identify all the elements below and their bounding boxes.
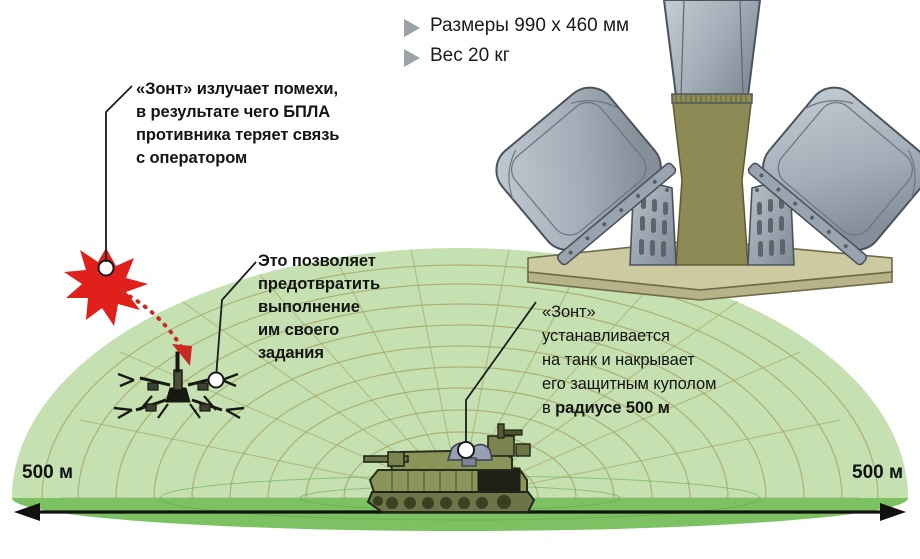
callout-installation-prefix: в — [542, 399, 556, 417]
umbrella-jammer-device — [495, 0, 920, 301]
distance-label-left: 500 м — [22, 462, 74, 483]
quadcopter-drone — [113, 351, 245, 420]
distance-label-right: 500 м — [852, 462, 904, 483]
specifications-list: Размеры 990 х 460 мм Вес 20 кг — [404, 14, 704, 74]
spec-weight-label: Вес 20 кг — [430, 45, 510, 66]
leader-end-markers — [207, 371, 475, 459]
callout-jamming-line-4: с оператором — [136, 149, 248, 167]
callout-installation-line-3: на танк и накрывает — [542, 351, 695, 369]
callout-prevention-line-1: Это позволяет — [258, 252, 376, 270]
antenna-box-center — [662, 0, 762, 104]
callout-jamming-line-3: противника теряет связь — [136, 126, 340, 144]
callout-jamming: «Зонт» излучает помехи, в результате чег… — [136, 78, 426, 170]
triangle-right-icon — [404, 49, 420, 67]
callout-prevention-line-3: выполнение — [258, 298, 360, 316]
spec-item-dimensions: Размеры 990 х 460 мм — [404, 14, 704, 38]
leader-lines — [105, 85, 537, 452]
tank-illustration — [363, 423, 536, 513]
callout-prevention-line-2: предотвратить — [258, 275, 380, 293]
callout-prevention: Это позволяет предотвратить выполнение и… — [258, 250, 438, 365]
callout-prevention-line-5: задания — [258, 344, 324, 362]
callout-prevention-line-4: им своего — [258, 321, 340, 339]
spec-dimensions-label: Размеры 990 х 460 мм — [430, 15, 630, 36]
white-dot-marker-drone — [207, 371, 225, 389]
tank-cupola — [487, 423, 531, 457]
callout-jamming-line-2: в результате чего БПЛА — [136, 103, 331, 121]
callout-installation: «Зонт» устанавливается на танк и накрыва… — [542, 300, 812, 420]
white-dot-marker-tank — [457, 441, 475, 459]
leader-line-jamming — [105, 85, 133, 262]
spec-item-weight: Вес 20 кг — [404, 44, 704, 68]
triangle-right-icon — [404, 19, 420, 37]
callout-installation-line-2: устанавливается — [542, 327, 670, 345]
callout-installation-line-1: «Зонт» — [542, 303, 596, 321]
callout-installation-radius: радиусе 500 м — [555, 399, 670, 417]
callout-jamming-line-1: «Зонт» излучает помехи, — [136, 80, 338, 98]
leader-line-installation — [465, 301, 537, 452]
callout-installation-line-5: в радиусе 500 м — [542, 396, 812, 420]
device-body — [671, 94, 753, 266]
drone-falling-arrow — [120, 290, 192, 366]
callout-installation-line-4: его защитным куполом — [542, 375, 717, 393]
leader-line-prevention — [215, 261, 257, 379]
antenna-box-right — [747, 86, 920, 266]
antenna-box-left — [495, 86, 677, 266]
